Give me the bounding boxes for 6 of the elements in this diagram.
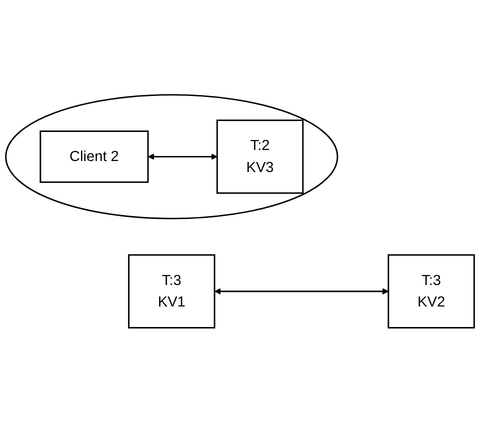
node-box: T:3 KV2 [388,254,475,329]
node-box: T:2 KV3 [216,120,304,194]
arrow [214,288,389,295]
node-box: T:3 KV1 [128,254,216,329]
node-box: Client 2 [40,130,149,184]
arrow [148,154,218,160]
